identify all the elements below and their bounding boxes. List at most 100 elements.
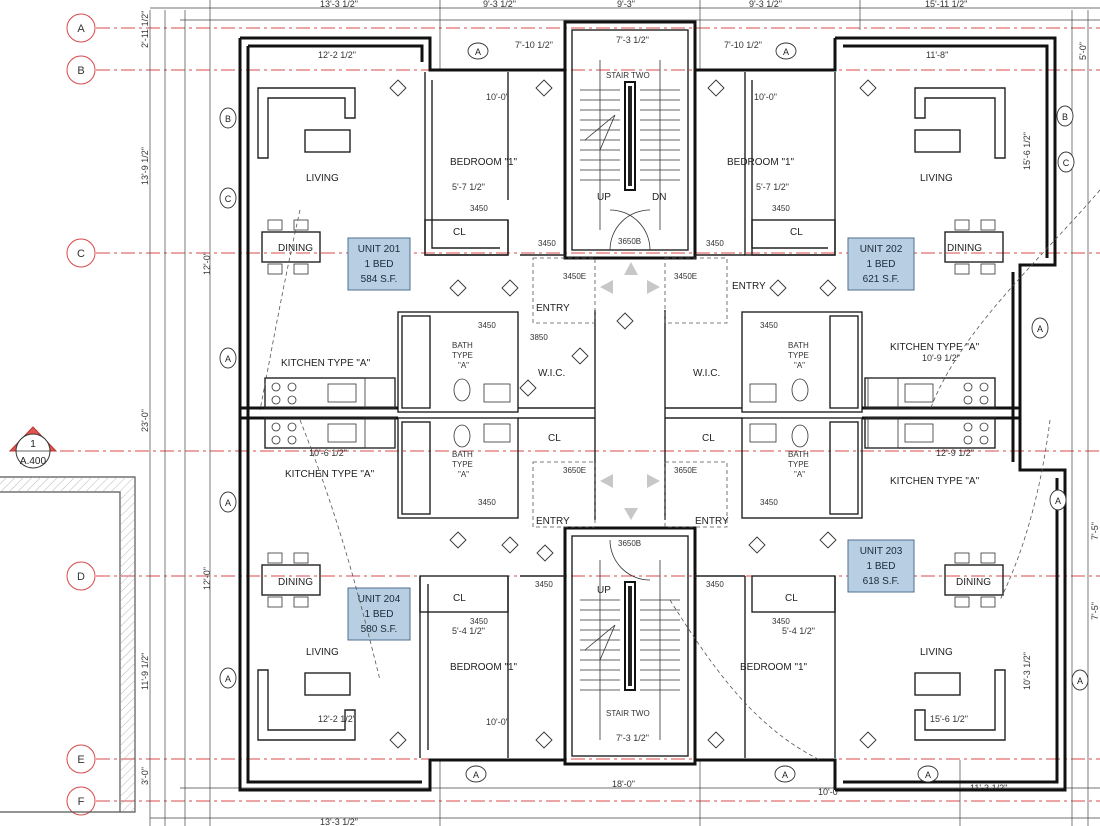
dimension-label: 7'-5" (1090, 522, 1100, 540)
room-label-bath: BATH (788, 450, 809, 459)
dimension-label: 13'-9 1/2" (140, 147, 150, 185)
room-label-dining: DINING (956, 577, 991, 588)
door-tag: 3650E (563, 466, 586, 475)
section-marker: 1 A.400 (8, 426, 58, 469)
room-label-wic: W.I.C. (538, 368, 565, 379)
unit-label-201: UNIT 201 1 BED 584 S.F. (347, 237, 411, 291)
room-label-entry: ENTRY (536, 516, 570, 527)
room-dimension: 12'-9 1/2" (936, 448, 974, 458)
dimension-label: 13'-3 1/2" (320, 817, 358, 826)
grid-bubble-label: B (77, 65, 84, 77)
dimension-text-bottom: 13'-3 1/2" 18'-0" 10'-0" 11'-3 1/2" (320, 779, 1007, 826)
room-label-kitchen: KITCHEN TYPE "A" (285, 469, 375, 480)
room-label-entry: ENTRY (695, 516, 729, 527)
stair-bottom (580, 539, 680, 740)
dimension-label: 23'-0" (140, 409, 150, 432)
grid-bubble-f: F (66, 786, 96, 816)
door-tag: 3450 (535, 580, 553, 589)
dimension-label: 11'-3 1/2" (970, 783, 1007, 793)
grid-bubble-label: F (78, 796, 85, 808)
room-label-bath-a: "A" (794, 470, 805, 479)
section-marker-sheet: A.400 (20, 456, 47, 467)
room-label-closet: CL (785, 593, 798, 604)
dimension-label: 11'-9 1/2" (140, 653, 150, 690)
entry-area-outline (532, 461, 596, 528)
room-label-wic: W.I.C. (693, 368, 720, 379)
dimension-label: 3'-0" (140, 767, 150, 785)
door-tag: 3450E (563, 272, 586, 281)
room-dimension: 7'-3 1/2" (616, 733, 649, 743)
door-tag: 3450 (772, 617, 790, 626)
room-label-living: LIVING (920, 173, 953, 184)
room-dimension: 5'-4 1/2" (452, 626, 485, 636)
dimension-label: 18'-0" (612, 779, 635, 789)
dimension-label: 15'-11 1/2" (925, 0, 967, 9)
utility-lines (259, 189, 1100, 761)
room-label-entry: ENTRY (536, 303, 570, 314)
room-dimension: 7'-3 1/2" (616, 35, 649, 45)
window-tag: A (917, 765, 939, 783)
svg-text:A: A (475, 47, 481, 57)
grid-bubble-label: C (77, 248, 85, 260)
grid-bubble-a: A (66, 13, 96, 43)
dimension-text-right: 5'-0" 15'-6 1/2" 7'-5" 10'-3 1/2" 7'-5" (1022, 42, 1100, 690)
window-tag: A (775, 42, 797, 60)
door-tag: 3850 (530, 333, 548, 342)
room-label-living: LIVING (920, 647, 953, 658)
dimension-label: 10'-3 1/2" (1022, 652, 1032, 690)
room-dimension: 7'-10 1/2" (724, 40, 762, 50)
window-tag: A (467, 42, 489, 60)
door-tag: 3450 (706, 580, 724, 589)
room-label-closet: CL (453, 593, 466, 604)
window-tag: A (219, 491, 237, 513)
stair-down-label: DN (652, 192, 666, 203)
window-tag: A (219, 667, 237, 689)
window-tag: A (1031, 317, 1049, 339)
unit-area: 584 S.F. (361, 274, 398, 285)
room-label-kitchen: KITCHEN TYPE "A" (890, 476, 980, 487)
grid-bubble-e: E (66, 744, 96, 774)
room-dimensions: 12'-2 1/2" 11'-8" 10'-0" 10'-0" 7'-10 1/… (309, 35, 974, 743)
room-label-closet: CL (453, 227, 466, 238)
room-labels: LIVING LIVING LIVING LIVING BEDROOM "1" … (278, 71, 991, 718)
door-tag: 3650E (674, 466, 697, 475)
room-label-entry: ENTRY (732, 281, 766, 292)
room-label-bedroom: BEDROOM "1" (740, 662, 808, 673)
room-label-dining: DINING (947, 243, 982, 254)
unit-type: 1 BED (867, 561, 896, 572)
dimension-label: 2'-11 1/2" (140, 11, 150, 48)
svg-text:A: A (925, 770, 931, 780)
grid-lines (60, 27, 1100, 802)
unit-label-203: UNIT 203 1 BED 618 S.F. (847, 539, 915, 593)
room-label-dining: DINING (278, 577, 313, 588)
unit-type: 1 BED (867, 259, 896, 270)
window-tag: A (1049, 489, 1067, 511)
svg-text:C: C (1063, 158, 1070, 168)
unit-label-202: UNIT 202 1 BED 621 S.F. (847, 237, 915, 291)
door-tag: 3450 (478, 321, 496, 330)
door-tag: 3650B (618, 237, 641, 246)
unit-area: 621 S.F. (863, 274, 900, 285)
room-dimension: 10'-0" (486, 717, 509, 727)
room-label-stair: STAIR TWO (606, 71, 650, 80)
room-label-kitchen: KITCHEN TYPE "A" (281, 358, 371, 369)
room-dimension: 7'-10 1/2" (515, 40, 553, 50)
room-label-bath-a: "A" (458, 470, 469, 479)
svg-text:C: C (225, 194, 232, 204)
grid-bubble-label: A (77, 23, 85, 35)
dimension-label: 13'-3 1/2" (320, 0, 358, 9)
furniture (257, 87, 1006, 741)
dimension-text-left: 2'-11 1/2" 13'-9 1/2" 12'-0" 23'-0" 12'-… (140, 11, 212, 785)
svg-text:A: A (225, 674, 231, 684)
window-tag: B (1056, 105, 1074, 127)
room-dimension: 5'-7 1/2" (756, 182, 789, 192)
room-label-bath-type: TYPE (788, 460, 809, 469)
unit-name: UNIT 203 (860, 546, 903, 557)
door-tag: 3450E (674, 272, 697, 281)
room-label-bedroom: BEDROOM "1" (727, 157, 795, 168)
grid-bubble-c: C (66, 238, 96, 268)
room-label-dining: DINING (278, 243, 313, 254)
unit-type: 1 BED (365, 609, 394, 620)
dimension-label: 12'-0" (202, 252, 212, 275)
kitchen-counters (264, 377, 996, 449)
